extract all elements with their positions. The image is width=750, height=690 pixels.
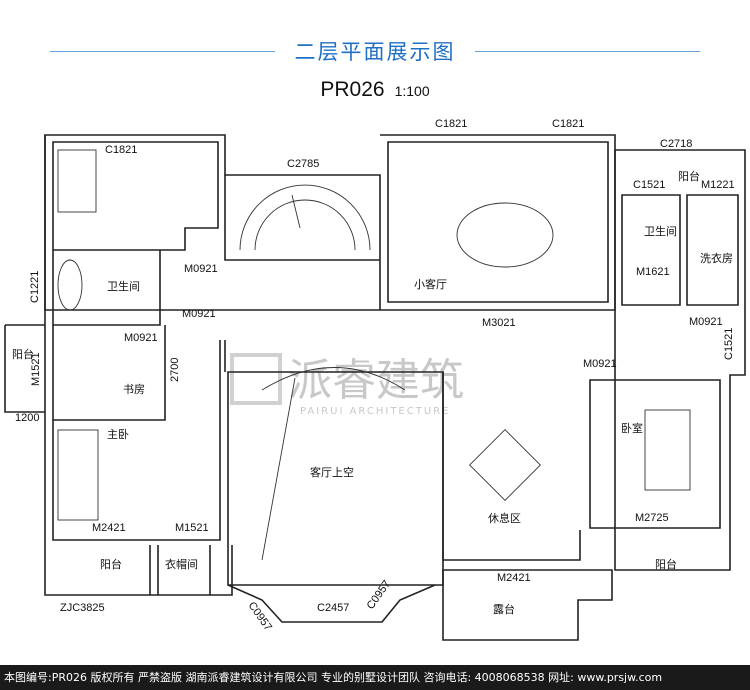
room-balcony-se: 阳台 [655,557,677,571]
watermark-brand: 派睿建筑 [288,355,464,406]
dim-c0957-right: C0957 [365,578,393,611]
dim-m1221: M1221 [701,179,735,191]
room-bathroom-e: 卫生间 [644,224,677,238]
wall-small-living-inner [387,141,609,303]
wall-bedroom-e [589,379,721,529]
bathtub-w [57,259,83,311]
bed-master [57,429,99,521]
room-terrace: 露台 [493,602,515,616]
dim-c1221: C1221 [29,271,41,303]
wall-lounge [224,340,581,561]
dim-c2457: C2457 [317,602,349,614]
wall-north-west [44,134,381,311]
furniture [57,149,691,561]
dim-m2725: M2725 [635,512,669,524]
room-living-void: 客厅上空 [310,465,354,479]
walls [4,134,746,641]
dim-m0921-stair: M0921 [184,263,218,275]
title-bar: 二层平面展示图 [0,30,750,70]
dim-m1521-master: M1521 [175,522,209,534]
dim-c1821-b: C1821 [552,118,584,130]
dim-m3021: M3021 [482,317,516,329]
dim-m2421-terrace: M2421 [497,572,531,584]
wall-study [52,325,166,421]
void-arc [261,367,406,391]
room-study: 书房 [123,383,145,396]
void-diagonal [261,377,296,561]
room-laundry: 洗衣房 [700,251,733,265]
wall-bedroom-nw [52,141,219,251]
wall-bath-e [621,194,681,306]
dim-c1821-nw: C1821 [105,144,137,156]
watermark-logo [230,353,282,405]
spiral-stair [239,184,371,251]
wall-balcony-w [4,324,45,413]
wall-terrace [442,569,613,641]
plan-scale: 1:100 [394,83,430,99]
room-bedroom-e: 卧室 [621,421,643,435]
footer-credits: 本图编号:PR026 版权所有 严禁盗版 湖南派睿建筑设计有限公司 专业的别墅设… [0,665,750,690]
page-title: 二层平面展示图 [294,40,456,64]
wall-bay [227,584,436,623]
wall-laundry [686,194,739,306]
spiral-stair-inner [254,199,356,251]
dim-c1521-e: C1521 [723,328,735,360]
dim-m1521-v: M1521 [30,352,42,386]
stair-arrow [291,194,301,229]
dim-m2421-master: M2421 [92,522,126,534]
dim-c2718: C2718 [660,138,692,150]
wall-master [52,340,221,541]
room-balcony-ne: 阳台 [678,169,700,183]
watermark-english: PAIRUI ARCHITECTURE [300,406,450,417]
bed-nw [57,149,97,213]
room-labels: 卫生间 书房 主卧 阳台 阳台 衣帽间 客厅上空 小客厅 卫生间 洗衣房 阳台 … [12,169,733,616]
sofa-small-living [456,202,554,268]
dim-c1821-a: C1821 [435,118,467,130]
dim-m0921-e: M0921 [689,316,723,328]
dim-m0921-bed: M0921 [583,358,617,370]
plan-subtitle: PR026 1:100 [0,78,750,102]
dim-c0957-left: C0957 [246,600,274,633]
dim-m0921-hall: M0921 [182,308,216,320]
room-balcony-sw: 阳台 [100,557,122,571]
title-rule-right [475,51,700,52]
room-cloakroom: 衣帽间 [165,557,198,571]
dim-2700: 2700 [169,358,181,382]
title-rule-left [50,51,275,52]
dim-c1521-top: C1521 [633,179,665,191]
room-lounge: 休息区 [488,511,521,525]
wall-east [614,149,746,571]
floor-plan: 派睿建筑 PAIRUI ARCHITECTURE [4,118,746,641]
room-balcony-w: 阳台 [12,347,34,361]
dim-m1621: M1621 [636,266,670,278]
wall-bathroom-w [52,250,161,326]
plan-code: PR026 [320,78,385,101]
dim-zjc3825: ZJC3825 [60,602,105,614]
room-bathroom-w: 卫生间 [107,279,140,293]
watermark: 派睿建筑 PAIRUI ARCHITECTURE [230,353,464,417]
bed-east [644,409,691,491]
room-master-bedroom: 主卧 [107,428,129,441]
dim-1200: 1200 [15,412,39,424]
room-small-living: 小客厅 [414,277,447,291]
wall-balcony-sw [44,545,233,596]
wall-stair [224,175,380,261]
dim-m0921-bath: M0921 [124,332,158,344]
wall-cloak [149,545,211,595]
lounge-table [469,429,541,501]
dim-c2785: C2785 [287,158,319,170]
